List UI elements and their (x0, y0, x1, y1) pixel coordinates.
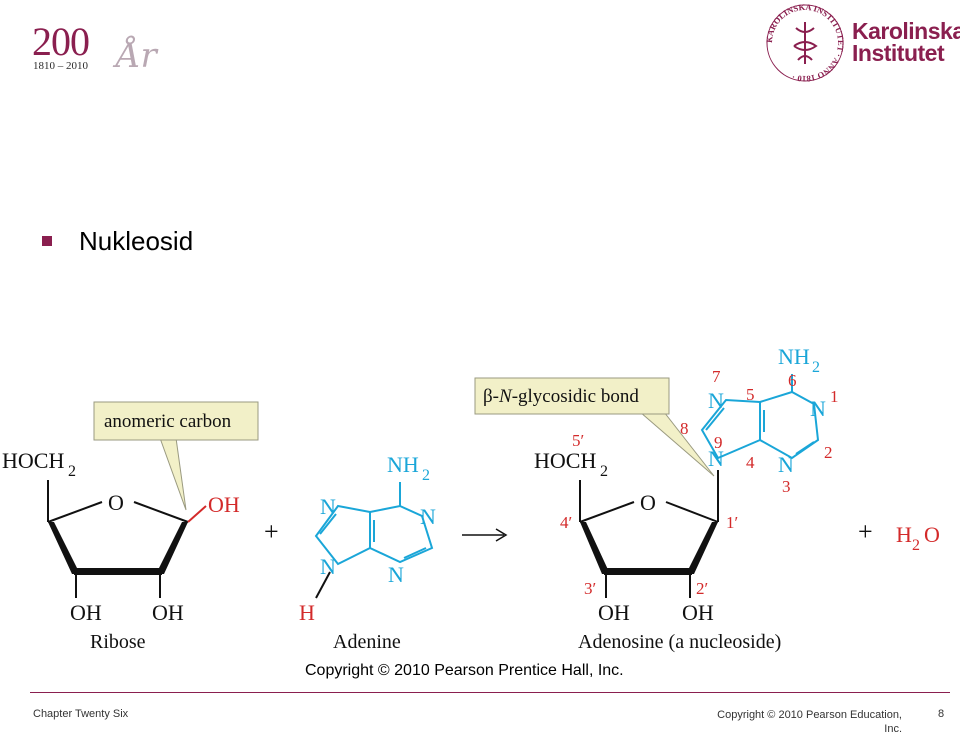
num-3: 3 (782, 477, 791, 496)
nucleoside-reaction-diagram: HOCH 2 O OH OH OH Ribose anomeric carbon… (2, 344, 940, 653)
ribose-sub2: 2 (68, 463, 76, 480)
adenine-h: H (299, 600, 315, 625)
num-8: 8 (680, 419, 689, 438)
adenosine-n1: N (810, 396, 826, 421)
adenine-nh: NH (387, 452, 419, 477)
footer-divider (30, 692, 950, 693)
num-5prime: 5′ (572, 431, 584, 450)
karolinska-seal-icon: KAROLINSKA INSTITUTET · ANNO 1810 · (764, 2, 846, 84)
ribose-ring-o: O (108, 490, 124, 515)
num-5: 5 (746, 385, 755, 404)
footer-chapter: Chapter Twenty Six (33, 708, 129, 720)
glycosidic-suffix: -glycosidic bond (512, 386, 640, 407)
figure-copyright: Copyright © 2010 Pearson Prentice Hall, … (305, 662, 624, 679)
glycosidic-prefix: β- (483, 386, 499, 407)
adenosine-nh-sub2: 2 (812, 359, 820, 376)
anniversary-script: År (116, 36, 157, 76)
plus-sign-1: + (264, 517, 279, 546)
adenosine-ring-o: O (640, 490, 656, 515)
adenine-nh-sub2: 2 (422, 467, 430, 484)
num-7: 7 (712, 367, 721, 386)
karolinska-wordmark: Karolinska Institutet (852, 18, 960, 66)
adenosine-nh: NH (778, 344, 810, 369)
wordmark-line2: Institutet (852, 40, 945, 66)
adenosine-n7: N (708, 388, 724, 413)
glycosidic-callout: β-N-glycosidic bond (474, 377, 715, 477)
adenine-n3: N (388, 562, 404, 587)
adenine-n2: N (320, 494, 336, 519)
ribose-oh1: OH (70, 600, 102, 625)
adenosine-oh2: OH (682, 600, 714, 625)
adenosine-sub2: 2 (600, 463, 608, 480)
adenosine-hoch: HOCH (534, 448, 596, 473)
ribose-hoch: HOCH (2, 448, 64, 473)
svg-text:β-N-glycosidic bond: β-N-glycosidic bond (483, 386, 639, 407)
ribose-structure: HOCH 2 O OH OH OH Ribose (2, 448, 240, 653)
num-3prime: 3′ (584, 579, 596, 598)
water-h: H (896, 522, 912, 547)
anniversary-number: 200 (32, 19, 90, 64)
footer-copyright: Copyright © 2010 Pearson Education, Inc. (717, 709, 902, 735)
num-1: 1 (830, 387, 839, 406)
num-9: 9 (714, 433, 723, 452)
adenine-name: Adenine (333, 631, 401, 653)
adenine-n1: N (420, 504, 436, 529)
anniversary-years: 1810 – 2010 (33, 60, 88, 72)
ribose-name: Ribose (90, 631, 146, 653)
water-molecule: H 2 O (896, 522, 940, 554)
bullet-square-icon (42, 236, 52, 246)
water-sub: 2 (912, 537, 920, 554)
adenosine-n9: N (708, 446, 724, 471)
water-o: O (924, 522, 940, 547)
bullet-text: Nukleosid (79, 226, 194, 256)
adenosine-structure: HOCH 2 O OH OH NH 2 N (534, 344, 839, 653)
adenine-structure: NH 2 N N N N H Adenine (299, 452, 436, 653)
page-number: 8 (938, 708, 945, 720)
anomeric-label: anomeric carbon (104, 411, 232, 432)
plus-sign-2: + (858, 517, 873, 546)
adenine-n4: N (320, 554, 336, 579)
ribose-oh2: OH (152, 600, 184, 625)
num-4prime: 4′ (560, 513, 572, 532)
glycosidic-n: N (498, 386, 513, 407)
ribose-oh-anomeric: OH (208, 492, 240, 517)
num-6: 6 (788, 371, 797, 390)
adenosine-oh1: OH (598, 600, 630, 625)
anomeric-callout: anomeric carbon (93, 401, 259, 511)
reaction-arrow (462, 528, 508, 542)
num-2prime: 2′ (696, 579, 708, 598)
wordmark-line1: Karolinska (852, 18, 960, 44)
adenosine-n3: N (778, 452, 794, 477)
anniversary-logo: 200 År 1810 – 2010 (30, 19, 160, 77)
num-2: 2 (824, 443, 833, 462)
num-4: 4 (746, 453, 755, 472)
adenosine-name: Adenosine (a nucleoside) (578, 631, 781, 653)
num-1prime: 1′ (726, 513, 738, 532)
